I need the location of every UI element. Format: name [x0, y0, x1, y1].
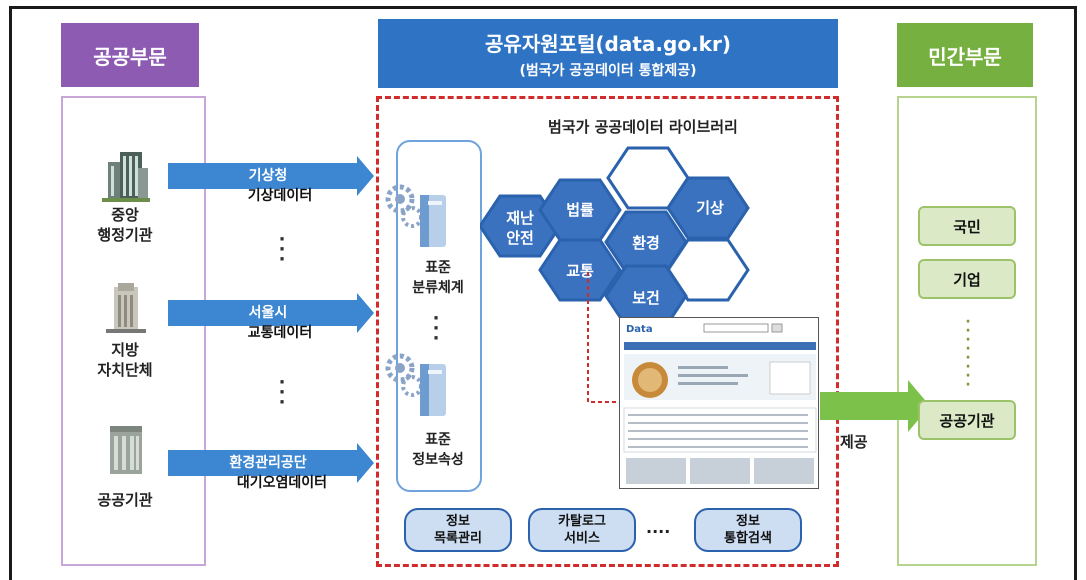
- catalog-service-button: 카탈로그 서비스: [528, 508, 636, 552]
- air-pollution-data-arrow: [168, 443, 374, 483]
- private-companies-box: 기업: [918, 259, 1016, 299]
- private-sector-panel: [897, 96, 1037, 566]
- hex-label-environment: 환경: [632, 234, 660, 252]
- weather-data-arrow: [168, 156, 374, 196]
- standard-attributes-label: 표준 정보속성: [412, 432, 464, 468]
- catalog-service-label: 카탈로그 서비스: [558, 514, 606, 546]
- portal-panel: [376, 96, 839, 567]
- outer-frame: [9, 6, 1077, 580]
- private-citizens-label: 국민: [953, 217, 981, 236]
- private-agencies-label: 공공기관: [939, 411, 995, 430]
- provide-label: 제공: [840, 433, 868, 451]
- private-companies-label: 기업: [953, 270, 981, 289]
- vertical-ellipsis-mid: ···: [432, 308, 440, 349]
- portal-website-image: Data: [623, 323, 817, 484]
- flow-data-weather: 기상데이터: [247, 188, 313, 204]
- public-agency-building-icon: [110, 426, 142, 474]
- provide-arrow: [820, 380, 930, 432]
- portal-header: 공유자원포털(data.go.kr) (범국가 공공데이터 통합제공): [378, 19, 838, 88]
- local-government-building-icon: [106, 283, 146, 333]
- standard-taxonomy-label: 표준 분류체계: [412, 260, 464, 296]
- classification-box: [396, 140, 482, 492]
- local-government-label: 지방 자치단체: [97, 341, 153, 379]
- svg-text:Data: Data: [626, 324, 653, 335]
- gear-server-icon-attributes: [385, 353, 446, 416]
- services-ellipsis: ····: [646, 522, 671, 541]
- integrated-search-button: 정보 통합검색: [694, 508, 802, 552]
- public-sector-header: 공공부문: [61, 23, 199, 87]
- hex-label-disaster: 재난 안전: [506, 209, 534, 247]
- library-title: 범국가 공공데이터 라이브러리: [548, 118, 738, 136]
- catalog-management-button: 정보 목록관리: [404, 508, 512, 552]
- flow-source-air: 환경관리공단: [229, 455, 307, 471]
- private-sector-header: 민간부문: [897, 23, 1033, 87]
- library-to-portal-connector: [587, 272, 620, 403]
- portal-subtitle: (범국가 공공데이터 통합제공): [519, 62, 697, 79]
- public-sector-title: 공공부문: [93, 44, 167, 69]
- portal-title: 공유자원포털(data.go.kr): [485, 31, 731, 56]
- flow-source-weather: 기상청: [248, 168, 288, 184]
- central-government-building-icon: [102, 152, 150, 202]
- vertical-ellipsis-left-bottom: ···: [278, 372, 286, 413]
- flow-source-traffic: 서울시: [248, 305, 288, 321]
- public-sector-panel: [61, 96, 206, 566]
- catalog-management-label: 정보 목록관리: [434, 514, 482, 546]
- public-agency-label: 공공기관: [97, 491, 153, 509]
- flow-data-air: 대기오염데이터: [236, 475, 328, 491]
- vertical-ellipsis-left-top: ···: [278, 229, 286, 270]
- central-government-label: 중앙 행정기관: [97, 206, 153, 244]
- flow-data-traffic: 교통데이터: [247, 325, 313, 341]
- private-sector-title: 민간부문: [928, 44, 1002, 69]
- gear-server-icon-taxonomy: [385, 184, 446, 247]
- portal-website-thumbnail: Data: [619, 317, 819, 489]
- traffic-data-arrow: [168, 293, 374, 333]
- private-citizens-box: 국민: [918, 206, 1016, 246]
- integrated-search-label: 정보 통합검색: [724, 514, 772, 546]
- hex-label-weather: 기상: [696, 199, 724, 217]
- hex-label-law: 법률: [566, 201, 594, 219]
- hex-label-traffic: 교통: [566, 262, 594, 280]
- hex-label-health: 보건: [632, 289, 660, 307]
- private-agencies-box: 공공기관: [918, 400, 1016, 440]
- vertical-ellipsis-right: ········: [965, 314, 971, 393]
